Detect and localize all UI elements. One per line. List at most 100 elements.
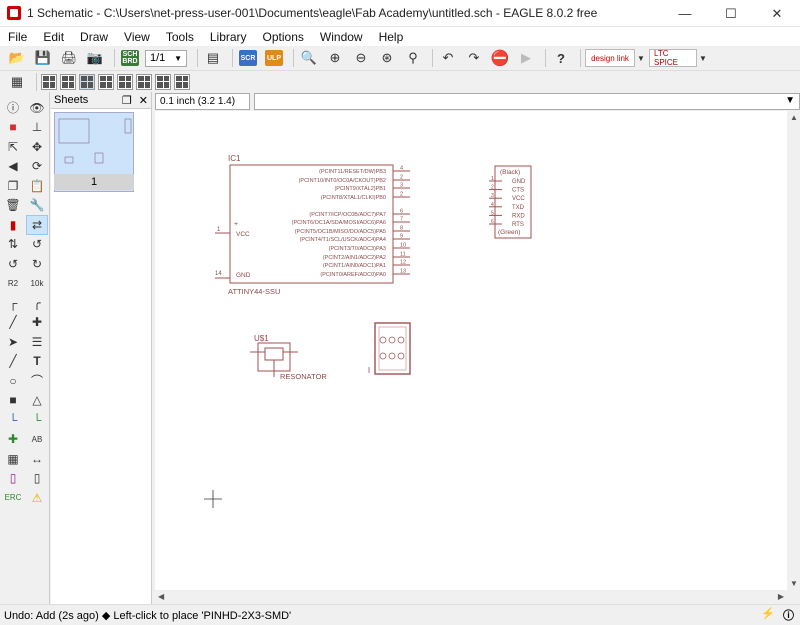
- sheet-select[interactable]: 1/1▼: [145, 49, 187, 67]
- show-icon[interactable]: 👁: [29, 100, 45, 115]
- schematic-canvas[interactable]: IC1 1 14 VCC GND + (PCINT11/RESET/DW)PB3…: [155, 111, 787, 590]
- zoom-fit-icon[interactable]: 🔍: [300, 50, 318, 65]
- dimension-icon[interactable]: ↔: [31, 451, 43, 466]
- menu-options[interactable]: Options: [262, 29, 304, 44]
- frame-icon[interactable]: ▦: [7, 451, 19, 466]
- ulp-button[interactable]: ULP: [263, 48, 285, 68]
- rect-icon[interactable]: ■: [9, 393, 17, 408]
- text-icon[interactable]: T: [33, 354, 41, 369]
- go-icon[interactable]: ▶: [521, 50, 531, 65]
- menu-tools[interactable]: Tools: [165, 29, 194, 44]
- print-icon[interactable]: 🖨: [60, 50, 78, 65]
- rotate-icon[interactable]: ⟳: [31, 159, 43, 174]
- split-icon[interactable]: ↻: [31, 256, 43, 271]
- menu-window[interactable]: Window: [319, 29, 363, 44]
- polygon-icon[interactable]: △: [32, 393, 42, 408]
- smash-icon[interactable]: ┌: [8, 295, 18, 310]
- menu-edit[interactable]: Edit: [43, 29, 65, 44]
- layer-display-icon-4[interactable]: [98, 73, 114, 90]
- close-button[interactable]: ✕: [771, 5, 783, 21]
- menu-file[interactable]: File: [8, 29, 28, 44]
- change-icon[interactable]: ☰: [31, 334, 43, 349]
- minimize-button[interactable]: —: [678, 6, 692, 21]
- stop-icon[interactable]: ⛔: [490, 50, 510, 67]
- circle-icon[interactable]: ○: [9, 373, 17, 388]
- copy-icon[interactable]: ❐: [7, 178, 19, 193]
- menu-draw[interactable]: Draw: [80, 29, 109, 44]
- invoke-icon[interactable]: ↺: [7, 256, 19, 271]
- ic1-symbol[interactable]: IC1 1 14 VCC GND + (PCINT11/RESET/DW)PB3…: [215, 154, 410, 296]
- help-icon[interactable]: ?: [557, 50, 565, 66]
- scroll-down-icon[interactable]: ▼: [790, 579, 798, 588]
- move-cross-icon[interactable]: ✥: [31, 139, 43, 154]
- ltspice-button[interactable]: LTC SPICE: [649, 49, 697, 67]
- horizontal-scrollbar[interactable]: ◀ ▶: [155, 590, 800, 604]
- attribute-icon[interactable]: ➤: [7, 334, 19, 349]
- sch-brd-switch-button[interactable]: SCH BRD: [121, 50, 139, 66]
- delete-icon[interactable]: 🗑: [5, 198, 21, 213]
- move-icon[interactable]: ⇱: [7, 139, 19, 154]
- zoom-out-icon[interactable]: ⊖: [355, 50, 367, 65]
- label-icon[interactable]: AB: [31, 434, 43, 444]
- menu-view[interactable]: View: [124, 29, 150, 44]
- zoom-area-icon[interactable]: ⚲: [408, 50, 418, 65]
- split-line-icon[interactable]: ╱: [9, 315, 17, 330]
- info-icon[interactable]: ⓘ: [6, 101, 19, 116]
- undock-icon[interactable]: ❐: [121, 94, 132, 107]
- cam-icon[interactable]: 📷: [86, 50, 104, 65]
- designlink-button[interactable]: design link: [585, 49, 635, 67]
- warning-icon[interactable]: ⚠: [31, 490, 43, 505]
- gateswap-icon[interactable]: ↺: [31, 237, 43, 252]
- library-icon[interactable]: ▤: [206, 50, 220, 65]
- mirror-icon[interactable]: ◀: [8, 159, 18, 174]
- grid-icon[interactable]: ▦: [10, 73, 24, 89]
- vertical-scrollbar[interactable]: ▲ ▼: [787, 111, 800, 590]
- script-button[interactable]: SCR: [237, 48, 259, 68]
- panel-close-icon[interactable]: ✕: [138, 94, 148, 107]
- add-icon[interactable]: ▮: [9, 217, 17, 232]
- replace-icon[interactable]: ⇄: [26, 215, 48, 235]
- display-icon[interactable]: ■: [9, 120, 17, 135]
- command-input[interactable]: ▼: [254, 92, 800, 110]
- sheet-number-label[interactable]: 1: [54, 174, 134, 190]
- maximize-button[interactable]: ☐: [725, 5, 737, 21]
- net-icon[interactable]: └: [32, 412, 42, 427]
- arc-icon[interactable]: ⌒: [30, 374, 43, 389]
- port-icon[interactable]: ▯: [33, 471, 41, 486]
- value-icon[interactable]: 10k: [30, 278, 44, 288]
- resonator-symbol[interactable]: U$1 RESONATOR: [250, 334, 327, 381]
- undo-icon[interactable]: ↶: [442, 50, 454, 65]
- chevron-down-icon[interactable]: ▼: [785, 94, 795, 106]
- pinswap-icon[interactable]: ⇅: [7, 237, 19, 252]
- module-icon[interactable]: ▯: [9, 471, 17, 486]
- miter-icon[interactable]: ╭: [33, 295, 41, 310]
- layer-display-icon-3[interactable]: [79, 73, 95, 90]
- optimize-icon[interactable]: ✚: [31, 315, 43, 330]
- mark-icon[interactable]: ⊥: [31, 120, 43, 135]
- scroll-up-icon[interactable]: ▲: [790, 113, 798, 122]
- pinhd-2x3-symbol[interactable]: [368, 322, 411, 375]
- layer-display-icon-5[interactable]: [117, 73, 133, 90]
- bus-icon[interactable]: └: [8, 412, 18, 427]
- menu-library[interactable]: Library: [209, 29, 247, 44]
- scroll-left-icon[interactable]: ◀: [158, 592, 165, 601]
- save-icon[interactable]: 💾: [34, 50, 52, 65]
- junction-icon[interactable]: ✚: [7, 432, 19, 447]
- paste-icon[interactable]: 📋: [29, 178, 45, 193]
- line-icon[interactable]: ╱: [9, 354, 17, 369]
- redo-icon[interactable]: ↷: [468, 50, 480, 65]
- wrench-icon[interactable]: 🔧: [29, 198, 45, 213]
- menu-help[interactable]: Help: [378, 29, 404, 44]
- notification-icon[interactable]: ⓘ: [783, 610, 794, 622]
- scroll-right-icon[interactable]: ▶: [777, 592, 784, 601]
- ltspice-dropdown-icon[interactable]: ▼: [699, 53, 707, 63]
- designlink-dropdown-icon[interactable]: ▼: [637, 53, 645, 63]
- zoom-in-icon[interactable]: ⊕: [329, 50, 341, 65]
- zoom-redraw-icon[interactable]: ⊛: [381, 50, 393, 65]
- layer-display-icon-6[interactable]: [136, 73, 152, 90]
- layer-display-icon-8[interactable]: [174, 73, 190, 90]
- open-icon[interactable]: 📂: [8, 50, 26, 65]
- erc-icon[interactable]: ERC: [4, 493, 22, 503]
- name-icon[interactable]: R2: [7, 278, 19, 288]
